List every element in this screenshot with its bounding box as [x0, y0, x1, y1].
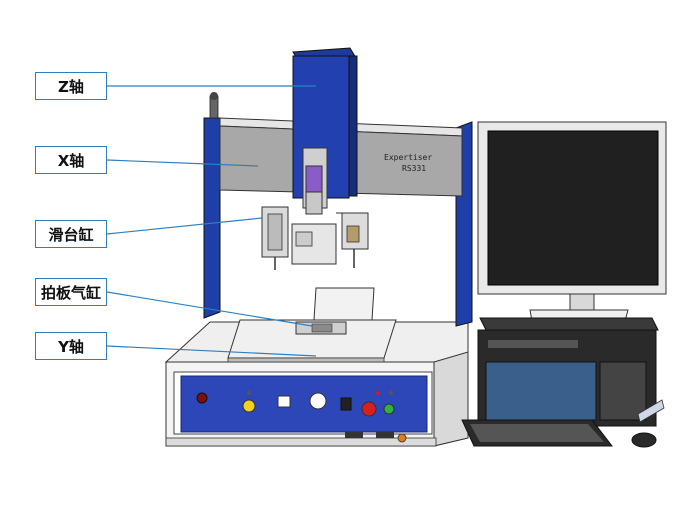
- z-axis-module: [292, 47, 358, 215]
- clamp-cylinder-label-text: 拍板气缸: [40, 283, 101, 302]
- z-axis-label: Z轴: [35, 72, 107, 100]
- emergency-stop-button: [361, 401, 377, 417]
- leader-slide-cylinder: [106, 217, 263, 235]
- work-table: [227, 287, 397, 363]
- slide-cylinder-assembly: [261, 206, 369, 270]
- leader-lines: [106, 85, 317, 357]
- switch: [340, 397, 352, 411]
- slide-cylinder-label: 滑台缸: [35, 220, 107, 248]
- y-axis-label-text: Y轴: [58, 337, 84, 356]
- leader-clamp-cylinder: [106, 291, 313, 327]
- model-number: RS331: [402, 164, 426, 173]
- clamp-cylinder-label: 拍板气缸: [35, 278, 107, 306]
- monitor: [477, 121, 667, 333]
- x-axis-label-text: X轴: [57, 151, 85, 170]
- start-button: [383, 403, 395, 415]
- yellow-button: [242, 399, 256, 413]
- pc-tower: [477, 317, 659, 427]
- x-axis-label: X轴: [35, 146, 107, 174]
- power-button: [196, 392, 208, 404]
- z-axis-label-text: Z轴: [58, 77, 84, 96]
- control-panel: [196, 391, 407, 443]
- brand-name: Expertiser: [384, 153, 432, 162]
- monitor-screen: [487, 130, 659, 286]
- keyboard: [461, 419, 614, 447]
- left-column: [203, 117, 221, 319]
- display-window: [277, 395, 291, 408]
- y-axis-label: Y轴: [35, 332, 107, 360]
- leader-y-axis: [106, 345, 317, 357]
- mouse: [631, 432, 657, 448]
- slide-cylinder-label-text: 滑台缸: [48, 225, 94, 244]
- leader-x-axis: [106, 159, 259, 167]
- dispensing-syringe: [305, 165, 323, 193]
- dial-knob: [309, 392, 327, 410]
